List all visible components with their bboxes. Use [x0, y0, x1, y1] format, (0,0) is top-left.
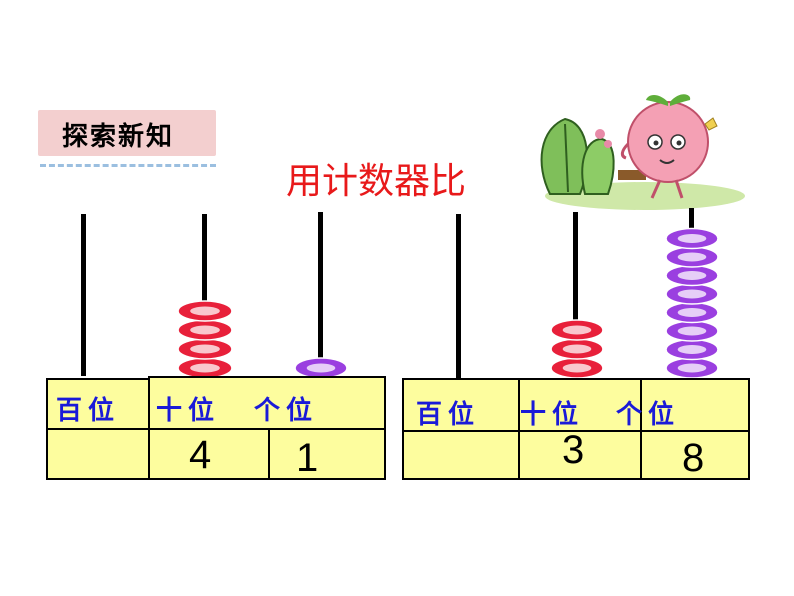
- tens-beads-left: [177, 300, 233, 379]
- tens-beads-right: [550, 319, 604, 379]
- hundreds-value-cell-right: [402, 430, 520, 480]
- bead: [177, 338, 233, 360]
- ones-rod-left: [318, 212, 323, 376]
- bead: [550, 338, 604, 360]
- bead: [665, 338, 719, 361]
- hundreds-rod-right: [456, 214, 461, 378]
- tens-value-cell-right: [518, 430, 642, 480]
- hundreds-label-right: 百位: [416, 400, 481, 430]
- tens-rod-left: [202, 214, 207, 376]
- hundreds-label-left: 百位: [56, 396, 121, 426]
- bead: [550, 319, 604, 341]
- badge-underline: [40, 164, 216, 167]
- bead: [665, 246, 719, 268]
- ones-value-left: 1: [296, 436, 319, 480]
- bead: [177, 319, 233, 341]
- tens-label-left: 十位: [156, 396, 221, 426]
- ones-value-right: 8: [682, 436, 705, 480]
- bead: [665, 227, 719, 250]
- ones-label-right: 个位: [616, 400, 681, 430]
- tens-value-left: 4: [189, 433, 212, 477]
- hundreds-value-cell-left: [46, 428, 150, 480]
- bead: [665, 320, 719, 342]
- tens-value-right: 3: [562, 428, 585, 472]
- bead: [665, 264, 719, 287]
- page-title: 用计数器比: [286, 161, 467, 202]
- bead: [665, 357, 719, 379]
- ones-label-left: 个位: [254, 396, 319, 426]
- bead: [665, 283, 719, 305]
- bead: [665, 301, 719, 324]
- ones-value-cell-right: [640, 430, 750, 480]
- bead: [294, 357, 348, 379]
- tens-value-cell-left: [148, 428, 270, 480]
- apple-character-illustration: [540, 94, 745, 210]
- ones-beads-left: [294, 357, 348, 379]
- section-badge-label: 探索新知: [62, 122, 175, 152]
- ones-value-cell-left: [268, 428, 386, 480]
- section-badge: [38, 110, 216, 156]
- bead: [177, 357, 233, 379]
- ones-beads-right: [665, 227, 719, 379]
- bead: [550, 357, 604, 379]
- bead: [177, 300, 233, 322]
- hundreds-rod-left: [81, 214, 86, 376]
- tens-label-right: 十位: [520, 400, 585, 430]
- tens-rod-right: [573, 212, 578, 378]
